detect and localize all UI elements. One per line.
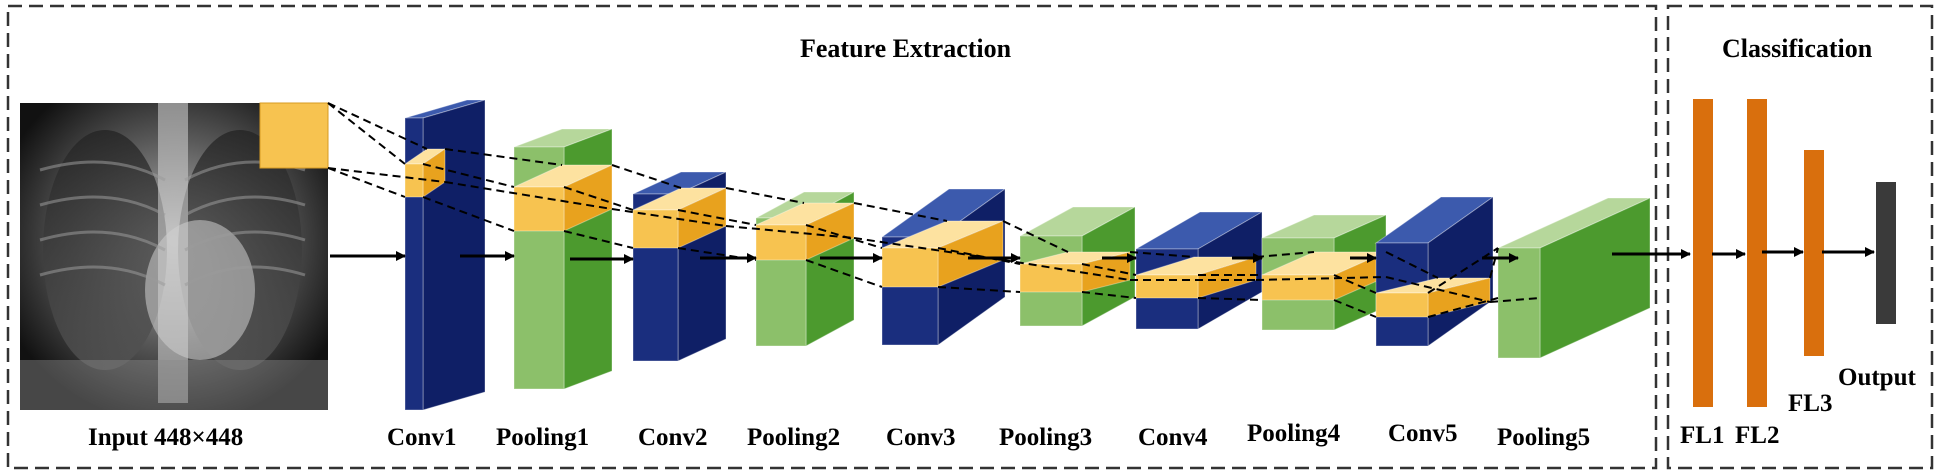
proj-8-dash-top — [1333, 274, 1377, 294]
kernel-conv4-front — [1135, 274, 1199, 299]
classification-title: Classification — [1722, 34, 1873, 63]
kernel-conv1 — [403, 148, 447, 198]
proj-9-dash-bottom-side — [1489, 297, 1541, 303]
proj-7-dash-bottom — [1197, 297, 1263, 301]
layer-label-conv2: Conv2 — [638, 424, 708, 451]
input-to-conv1-dash-top — [327, 102, 406, 165]
proj-9-dash-top-back — [1489, 247, 1499, 279]
input-kernel-patch — [259, 102, 329, 169]
layer-label-conv5: Conv5 — [1388, 420, 1458, 447]
proj-8-dash-top-back — [1385, 251, 1439, 279]
kernel-conv5 — [1375, 277, 1491, 318]
proj-6-dash-top-back — [1129, 251, 1195, 258]
fc-bar-fl3 — [1804, 150, 1824, 356]
kernel-conv5-front — [1375, 292, 1429, 318]
feature-extraction-frame — [6, 4, 1658, 470]
proj-3-dash-top — [677, 209, 757, 226]
fc-label-fl2: FL2 — [1735, 422, 1780, 449]
proj-4-dash-top-back — [853, 202, 948, 222]
layer-label-conv1: Conv1 — [387, 424, 457, 451]
layer-label-pooling1: Pooling1 — [496, 424, 590, 451]
proj-6-dash-top — [1081, 263, 1137, 276]
layer-label-pooling4: Pooling4 — [1247, 420, 1341, 447]
kernel-conv2 — [632, 187, 727, 249]
kernel-pooling1-front — [513, 186, 565, 232]
proj-3-dash-bottom-side — [725, 225, 855, 239]
proj-1-dash-bottom-side — [444, 181, 613, 210]
fc-bar-fl2 — [1747, 99, 1767, 407]
fc-label-fl3: FL3 — [1788, 390, 1833, 417]
output-bar — [1876, 182, 1896, 324]
proj-2-dash-bottom — [563, 230, 634, 249]
proj-8-dash-bottom — [1333, 299, 1377, 318]
layer-label-pooling5: Pooling5 — [1497, 424, 1591, 451]
fc-label-fl1: FL1 — [1680, 422, 1725, 449]
layer-block-pooling5-front — [1497, 247, 1541, 359]
kernel-pooling2 — [755, 202, 855, 261]
proj-1-dash-bottom — [422, 196, 515, 232]
proj-2-dash-bottom-side — [611, 208, 727, 227]
proj-7-dash-top-back — [1255, 251, 1315, 258]
xray-input-image — [20, 103, 328, 410]
feature-extraction-title: Feature Extraction — [800, 34, 1012, 63]
proj-9-dash-top — [1427, 247, 1499, 294]
proj-5-dash-bottom — [937, 286, 1021, 293]
kernel-conv3-front — [881, 247, 939, 288]
input-to-conv1-dash-bottom-side — [327, 167, 446, 183]
input-label: Input 448×448 — [88, 424, 244, 451]
proj-4-dash-bottom — [805, 259, 883, 288]
proj-1-dash-top-back — [444, 148, 563, 166]
input-to-conv1-dash-bottom — [327, 167, 406, 198]
classification-frame — [1666, 4, 1934, 470]
layer-label-conv4: Conv4 — [1138, 424, 1208, 451]
proj-5-dash-bottom-side — [1002, 259, 1131, 281]
kernel-conv1-front — [404, 163, 424, 198]
kernel-conv4 — [1135, 256, 1257, 299]
kernel-pooling3 — [1019, 251, 1131, 293]
kernel-pooling3-front — [1019, 263, 1083, 293]
proj-8-dash-bottom-side — [1385, 276, 1491, 303]
layer-label-pooling3: Pooling3 — [999, 424, 1093, 451]
proj-7-dash-bottom-side — [1255, 276, 1387, 281]
layer-block-pooling5 — [1497, 197, 1651, 359]
layer-label-pooling2: Pooling2 — [747, 424, 841, 451]
fc-bar-fl1 — [1693, 99, 1713, 407]
proj-4-dash-top — [805, 224, 883, 249]
layer-block-conv5 — [1374, 196, 1495, 347]
proj-6-dash-bottom — [1081, 291, 1137, 299]
proj-1-dash-top — [422, 163, 515, 188]
input-to-conv1-dash-top-back — [327, 102, 428, 150]
output-label: Output — [1838, 364, 1916, 391]
layer-label-conv3: Conv3 — [886, 424, 956, 451]
proj-3-dash-top-back — [725, 187, 805, 204]
kernel-pooling1 — [513, 164, 613, 232]
